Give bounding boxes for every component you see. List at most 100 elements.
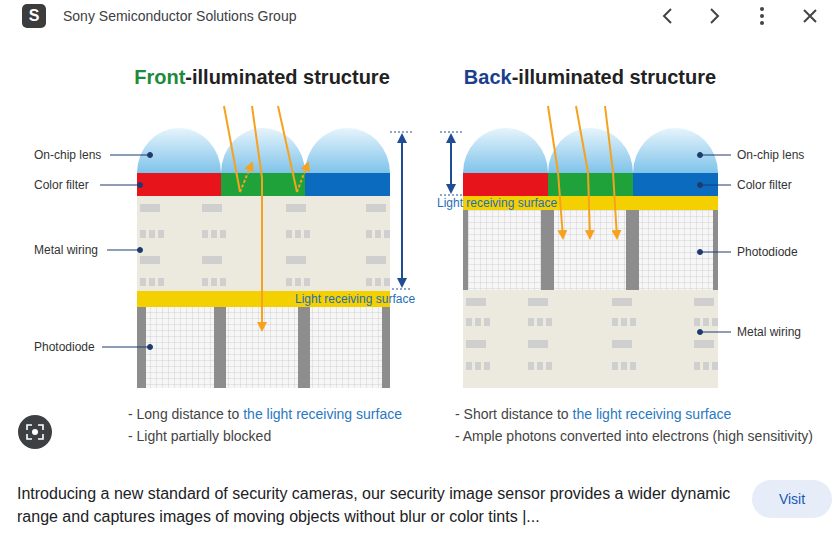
structure-title: Front [134, 66, 185, 88]
wiring-block [484, 362, 490, 370]
drawing-part [633, 128, 718, 173]
wiring-block [537, 362, 543, 370]
wiring-block [694, 318, 700, 326]
drawing-part [548, 173, 633, 196]
note-line: - Ample photons converted into electrons… [455, 427, 813, 445]
drawing-part [605, 106, 617, 238]
drawing-part [804, 10, 816, 22]
wiring-block [149, 278, 155, 286]
drawing-part [214, 307, 226, 388]
wiring-block [612, 340, 632, 348]
wiring-block [475, 318, 481, 326]
drawing-part [137, 173, 221, 196]
drawing-part [305, 173, 390, 196]
wiring-block [528, 340, 548, 348]
wiring-block [202, 204, 222, 212]
wiring-block [384, 230, 390, 238]
part-label: Color filter [34, 178, 89, 192]
caption: Introducing a new standard of security c… [17, 482, 735, 528]
wiring-block [621, 318, 627, 326]
wiring-block [158, 230, 164, 238]
wiring-block [202, 256, 222, 264]
wiring-block [537, 318, 543, 326]
part-label-line: Color filter [737, 177, 792, 193]
node-text: S [29, 7, 40, 25]
drawing-part [548, 106, 563, 238]
wiring-block [295, 230, 301, 238]
note: - Short distance to [455, 406, 569, 422]
part-label-line: On-chip lens [34, 147, 101, 163]
logo-badge: S [22, 4, 46, 28]
drawing-part [401, 135, 403, 286]
wiring-block [528, 362, 534, 370]
drawing-part [240, 163, 252, 192]
drawing-part [390, 132, 414, 289]
wiring-block [366, 278, 372, 286]
part-label-line: Color filter [34, 177, 89, 193]
drawing-part [140, 204, 390, 286]
part-label-line: Metal wiring [737, 324, 801, 340]
structure-title-line: Back-illuminated structure [464, 65, 716, 89]
wiring-block [220, 230, 226, 238]
drawing-part [297, 163, 308, 192]
wiring-block [220, 278, 226, 286]
wiring-block [140, 230, 146, 238]
drawing-part [711, 9, 718, 23]
wiring-block [149, 230, 155, 238]
drawing-part [713, 210, 718, 290]
drawing-part [626, 210, 639, 290]
drawing-part [138, 248, 143, 253]
part-label-line: Photodiode [737, 244, 798, 260]
drawing-part [541, 210, 554, 290]
visit-button: Visit [752, 480, 832, 518]
drawing-part [27, 425, 43, 439]
wiring-block [375, 230, 381, 238]
drawing-part [137, 307, 390, 388]
drawing-part [382, 307, 390, 388]
wiring-block [612, 318, 618, 326]
drawing-part [148, 345, 153, 350]
drawing-part [700, 252, 731, 253]
surface-label: Light receiving surface [437, 196, 557, 210]
structure-title: -illuminated structure [185, 66, 389, 88]
wiring-block [366, 204, 386, 212]
wiring-block [466, 318, 472, 326]
structure-title: -illuminated structure [512, 66, 716, 88]
note: - Light partially blocked [128, 428, 271, 444]
part-label: On-chip lens [737, 148, 804, 162]
drawing-part [463, 128, 548, 173]
wiring-block [158, 278, 164, 286]
part-label: Color filter [737, 178, 792, 192]
wiring-block [466, 298, 486, 306]
wiring-block [286, 204, 306, 212]
wiring-block [286, 256, 306, 264]
drawing-part [298, 307, 310, 388]
drawing-part [463, 210, 468, 290]
part-label: Metal wiring [737, 325, 801, 339]
drawing-part [576, 106, 590, 238]
wiring-block [295, 278, 301, 286]
wiring-block [466, 340, 486, 348]
drawing-part [450, 135, 452, 192]
wiring-block [712, 318, 718, 326]
wiring-block [202, 278, 208, 286]
part-label-line: Photodiode [34, 339, 95, 355]
drawing-part [138, 183, 143, 188]
drawing-part [252, 106, 262, 330]
wiring-block [286, 278, 292, 286]
drawing-part [18, 415, 52, 449]
wiring-block [528, 318, 534, 326]
part-label-line: On-chip lens [737, 147, 804, 163]
wiring-block [366, 256, 386, 264]
note: - Ample photons converted into electrons… [455, 428, 813, 444]
note: - Long distance to [128, 406, 239, 422]
wiring-block [286, 230, 292, 238]
drawing-part [700, 155, 731, 156]
wiring-block [304, 230, 310, 238]
drawing-part [548, 128, 633, 173]
drawing-part [102, 347, 150, 348]
part-label: Metal wiring [34, 243, 98, 257]
drawing-part [700, 185, 731, 186]
surface-label-line: Light receiving surface [294, 292, 416, 306]
note-line: - Short distance tothe light receiving s… [455, 405, 731, 423]
